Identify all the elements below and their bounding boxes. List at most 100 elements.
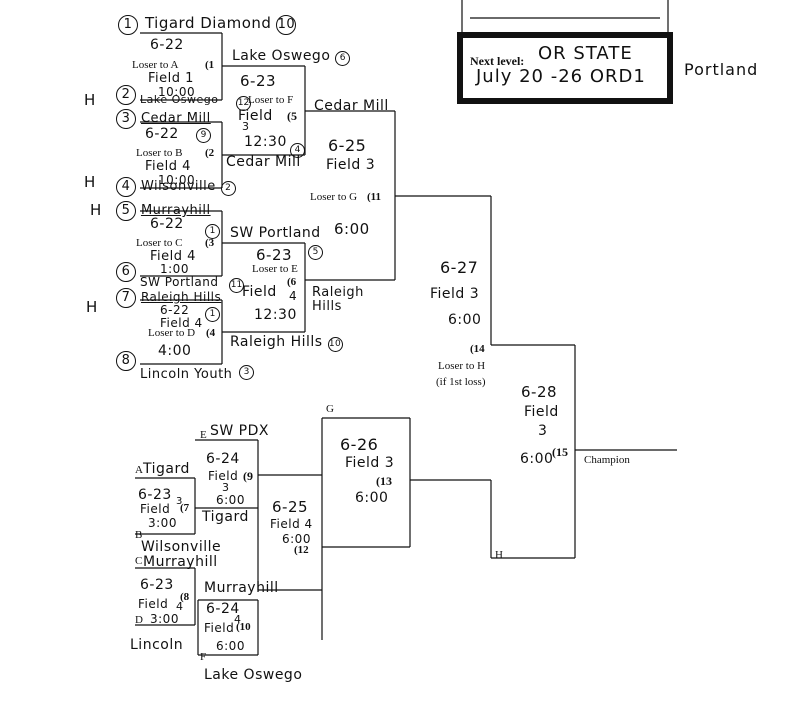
game-6-winner-circle: 5 <box>308 241 323 260</box>
round2-cedar-mill: Cedar Mill <box>226 154 301 170</box>
game-6-time: 12:30 <box>254 307 297 323</box>
seed-circle: 9 <box>196 124 211 143</box>
game-11-field: Field 3 <box>326 157 376 173</box>
game-12-field: Field 4 <box>270 517 313 531</box>
game-5-time: 12:30 <box>244 134 287 150</box>
game-12-number: (12 <box>294 544 309 556</box>
game-3-number: (3 <box>205 237 215 249</box>
round2-raleigh-hills: Raleigh Hills 10 <box>230 334 343 352</box>
next-level-place: Portland <box>684 60 759 79</box>
game-8-date: 6-23 <box>140 577 174 593</box>
game-4-field: Field 4 <box>160 316 203 330</box>
game-7-date: 6-23 <box>138 487 172 503</box>
game-8-field-number: 4 <box>176 600 184 613</box>
game-10-winner: Murrayhill <box>204 580 279 596</box>
game-15-time: 6:00 <box>520 451 554 467</box>
game-8-time: 3:00 <box>150 612 179 626</box>
seed-circle: 12 <box>236 92 251 111</box>
next-level-value: OR STATE <box>538 43 633 64</box>
game-14-loser: Loser to H <box>438 360 486 372</box>
h-mark: H <box>86 298 99 316</box>
seed-1: 1 Tigard Diamond 10 <box>118 15 297 35</box>
game-15-number: (15 <box>552 445 568 459</box>
seed-number: 8 <box>116 351 136 371</box>
label-g: G <box>326 403 334 415</box>
game-8-field: Field <box>138 597 169 611</box>
game-14-field: Field 3 <box>430 286 480 302</box>
game-14-number: (14 <box>470 343 485 355</box>
game-13-field: Field 3 <box>345 455 395 471</box>
seed-4: 4 Wilsonville 2 <box>116 177 236 197</box>
game-3-time: 1:00 <box>160 262 189 276</box>
seed-circle: 1 <box>205 220 220 239</box>
seed-number: 1 <box>118 15 138 35</box>
game-9-time: 6:00 <box>216 493 245 507</box>
game-10-field-number: 4 <box>234 613 242 626</box>
next-level-dates: July 20 -26 ORD1 <box>476 66 646 87</box>
game-3-loser: Loser to C <box>136 237 183 249</box>
seed-circle: 1 <box>205 303 220 322</box>
game-10-date: 6-24 <box>206 601 240 617</box>
label-a: A <box>135 464 143 476</box>
seed-team: SW Portland <box>140 275 219 289</box>
game-15-field: Field <box>524 404 559 420</box>
seed-number: 3 <box>116 109 136 129</box>
seed-team: Lake Oswego <box>140 93 219 106</box>
game-15-field-number: 3 <box>538 423 548 439</box>
h-mark: H <box>84 91 97 109</box>
label-b: B <box>135 529 143 541</box>
seed-number: 5 <box>116 201 136 221</box>
team-f: Lake Oswego <box>204 667 303 683</box>
game-13-date: 6-26 <box>340 435 379 454</box>
game-9-field-number: 3 <box>222 481 230 494</box>
game-10-field: Field <box>204 621 235 635</box>
game-1-loser: Loser to A <box>132 59 179 71</box>
seed-5: 5 Murrayhill <box>116 201 211 221</box>
team-a: Tigard <box>143 461 190 477</box>
game-5-loser: Loser to F <box>248 94 294 106</box>
seed-number: 6 <box>116 262 136 282</box>
game-1-date: 6-22 <box>150 37 184 53</box>
game-12-date: 6-25 <box>272 498 309 516</box>
champion-label: Champion <box>584 454 630 466</box>
game-7-field-number: 3 <box>176 496 183 507</box>
label-e: E <box>200 429 207 441</box>
next-level-label: Next level: <box>470 54 525 68</box>
game-1-number: (1 <box>205 59 215 71</box>
game-2-loser: Loser to B <box>136 147 183 159</box>
game-6-date: 6-23 <box>256 246 293 264</box>
seed-number: 7 <box>116 288 136 308</box>
game-2-number: (2 <box>205 147 215 159</box>
game-9-winner: Tigard <box>202 509 249 525</box>
h-mark: H <box>90 201 103 219</box>
game-6-winner: SW Portland <box>230 225 321 241</box>
seed-team: Lincoln Youth <box>140 367 233 382</box>
game-8-number: (8 <box>180 591 190 603</box>
seed-team: Murrayhill <box>140 203 211 218</box>
game-11-date: 6-25 <box>328 136 367 155</box>
seed-team: Cedar Mill <box>140 111 211 126</box>
seed-circle: 11 <box>229 274 244 293</box>
game-5-circle: 4 <box>290 139 305 158</box>
game-2-time: 10:00 <box>158 173 196 187</box>
game-15-date: 6-28 <box>521 383 558 401</box>
game-1-field: Field 1 <box>148 71 194 86</box>
game-5-winner: Lake Oswego 6 <box>232 49 351 66</box>
team-b: Wilsonville <box>141 539 222 555</box>
game-5-number: (5 <box>287 109 297 123</box>
seed-3: 3 Cedar Mill <box>116 109 211 129</box>
game-7-time: 3:00 <box>148 516 177 530</box>
game-5-date: 6-23 <box>240 72 277 90</box>
game-11-time: 6:00 <box>334 220 370 238</box>
team-d: Lincoln <box>130 637 184 653</box>
seed-circle: 3 <box>239 361 254 380</box>
game-6-loser: Loser to E <box>252 263 298 275</box>
seed-circle: 2 <box>220 181 236 196</box>
label-d: D <box>135 614 143 626</box>
game-11-winner: Cedar Mill <box>314 98 389 114</box>
seed-number: 4 <box>116 177 136 197</box>
game-1-time: 10:00 <box>158 85 196 99</box>
seed-2: 2 <box>116 85 136 105</box>
